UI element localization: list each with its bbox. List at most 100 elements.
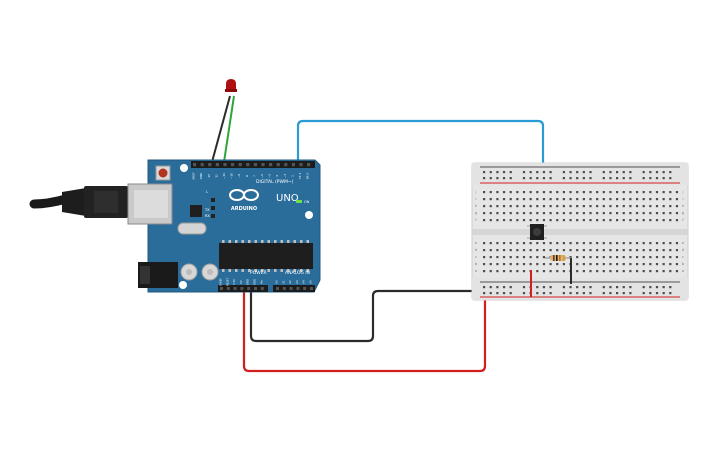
terminal-hole[interactable] [596, 256, 599, 259]
terminal-hole[interactable] [496, 205, 499, 208]
terminal-hole[interactable] [629, 270, 632, 273]
terminal-hole[interactable] [509, 198, 512, 201]
rail-hole[interactable] [669, 177, 672, 180]
resistor-icon[interactable] [545, 255, 572, 261]
terminal-hole[interactable] [542, 191, 546, 194]
terminal-hole[interactable] [596, 219, 599, 222]
terminal-hole[interactable] [655, 219, 659, 222]
rail-hole[interactable] [509, 171, 512, 174]
rail-hole[interactable] [616, 171, 619, 174]
terminal-hole[interactable] [589, 191, 592, 194]
terminal-hole[interactable] [589, 256, 592, 259]
power-pin-hole[interactable] [247, 287, 251, 290]
digital-header[interactable] [191, 161, 315, 168]
terminal-hole[interactable] [562, 212, 565, 215]
terminal-hole[interactable] [516, 212, 519, 215]
rail-hole[interactable] [483, 177, 486, 180]
terminal-hole[interactable] [489, 263, 492, 266]
terminal-hole[interactable] [529, 249, 532, 252]
terminal-hole[interactable] [662, 256, 665, 259]
terminal-hole[interactable] [522, 242, 526, 245]
terminal-hole[interactable] [622, 191, 625, 194]
rail-hole[interactable] [669, 171, 672, 174]
terminal-hole[interactable] [635, 256, 639, 259]
terminal-hole[interactable] [629, 256, 632, 259]
terminal-hole[interactable] [602, 256, 605, 259]
terminal-hole[interactable] [502, 205, 506, 208]
rail-hole[interactable] [642, 177, 645, 180]
terminal-hole[interactable] [609, 219, 612, 222]
terminal-hole[interactable] [522, 198, 526, 201]
rail-hole[interactable] [496, 286, 499, 289]
rail-hole[interactable] [589, 286, 592, 289]
terminal-hole[interactable] [576, 249, 579, 252]
terminal-hole[interactable] [549, 270, 552, 273]
terminal-hole[interactable] [649, 249, 652, 252]
terminal-hole[interactable] [522, 256, 526, 259]
terminal-hole[interactable] [569, 198, 572, 201]
rail-hole[interactable] [642, 286, 645, 289]
rail-hole[interactable] [642, 292, 645, 295]
terminal-hole[interactable] [616, 249, 619, 252]
rail-hole[interactable] [602, 292, 605, 295]
terminal-hole[interactable] [662, 198, 665, 201]
terminal-hole[interactable] [562, 198, 565, 201]
terminal-hole[interactable] [635, 198, 639, 201]
rail-hole[interactable] [609, 292, 612, 295]
rail-hole[interactable] [549, 292, 552, 295]
rail-hole[interactable] [502, 292, 506, 295]
terminal-hole[interactable] [536, 242, 539, 245]
terminal-hole[interactable] [536, 198, 539, 201]
terminal-hole[interactable] [483, 242, 486, 245]
terminal-hole[interactable] [662, 212, 665, 215]
terminal-hole[interactable] [502, 242, 506, 245]
terminal-hole[interactable] [622, 212, 625, 215]
terminal-hole[interactable] [589, 270, 592, 273]
terminal-hole[interactable] [675, 270, 679, 273]
terminal-hole[interactable] [649, 191, 652, 194]
terminal-hole[interactable] [662, 191, 665, 194]
digital-pin-hole[interactable] [238, 163, 242, 167]
terminal-hole[interactable] [496, 212, 499, 215]
power-pin-hole[interactable] [254, 287, 257, 290]
terminal-hole[interactable] [509, 212, 512, 215]
terminal-hole[interactable] [642, 263, 645, 266]
terminal-hole[interactable] [609, 270, 612, 273]
terminal-hole[interactable] [502, 212, 506, 215]
terminal-hole[interactable] [655, 256, 659, 259]
rail-hole[interactable] [529, 171, 532, 174]
terminal-hole[interactable] [569, 212, 572, 215]
terminal-hole[interactable] [616, 219, 619, 222]
terminal-hole[interactable] [609, 212, 612, 215]
terminal-hole[interactable] [635, 219, 639, 222]
terminal-hole[interactable] [496, 249, 499, 252]
rail-hole[interactable] [522, 292, 526, 295]
rail-hole[interactable] [662, 286, 665, 289]
rail-hole[interactable] [589, 292, 592, 295]
rail-hole[interactable] [629, 171, 632, 174]
terminal-hole[interactable] [529, 219, 532, 222]
power-pin-hole[interactable] [233, 287, 237, 290]
terminal-hole[interactable] [483, 270, 486, 273]
power-pin-hole[interactable] [260, 287, 264, 290]
terminal-hole[interactable] [562, 242, 565, 245]
terminal-hole[interactable] [483, 219, 486, 222]
terminal-hole[interactable] [602, 249, 605, 252]
terminal-hole[interactable] [496, 270, 499, 273]
terminal-hole[interactable] [542, 212, 546, 215]
rail-hole[interactable] [576, 286, 579, 289]
terminal-hole[interactable] [662, 205, 665, 208]
terminal-hole[interactable] [669, 256, 672, 259]
terminal-hole[interactable] [649, 256, 652, 259]
terminal-hole[interactable] [556, 212, 559, 215]
terminal-hole[interactable] [542, 242, 546, 245]
rail-hole[interactable] [582, 286, 585, 289]
terminal-hole[interactable] [629, 242, 632, 245]
rail-hole[interactable] [542, 286, 546, 289]
terminal-hole[interactable] [616, 263, 619, 266]
terminal-hole[interactable] [569, 256, 572, 259]
digital-pin-hole[interactable] [200, 163, 204, 167]
terminal-hole[interactable] [549, 198, 552, 201]
rail-hole[interactable] [602, 286, 605, 289]
terminal-hole[interactable] [582, 249, 585, 252]
